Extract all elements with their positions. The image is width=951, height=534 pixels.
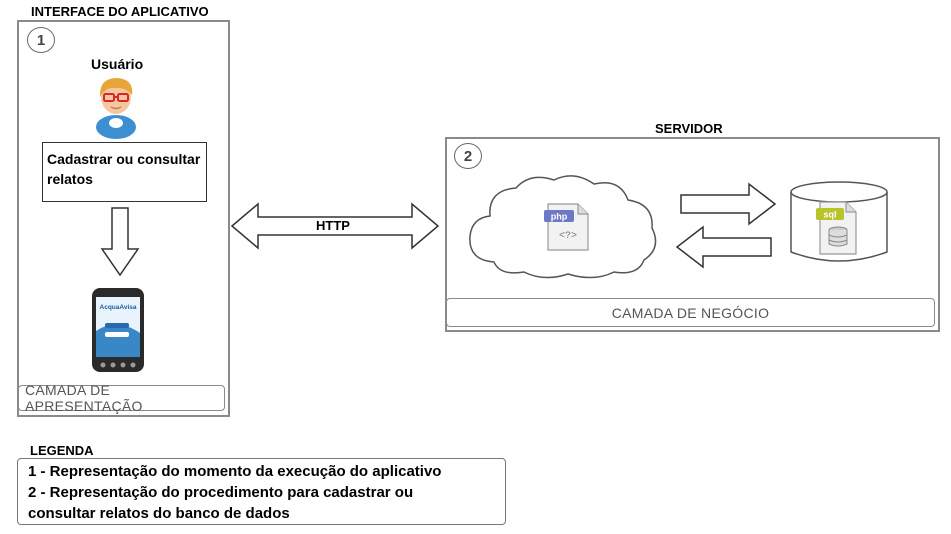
php-file-glyph: <?> [559,231,577,242]
smartphone-icon: AcquaAvisa [92,288,144,372]
legend-item: 2 - Representação do procedimento para c… [28,482,468,524]
http-label: HTTP [316,218,350,233]
presentation-layer-label: CAMADA DE APRESENTAÇÃO [18,382,225,414]
legend-box: 1 - Representação do momento da execução… [17,458,506,525]
php-file-icon: php <?> [544,203,589,251]
action-box: Cadastrar ou consultar relatos [42,142,207,202]
response-arrow-icon [675,225,772,269]
step-2-badge: 2 [454,143,482,169]
sql-file-icon: sql [816,201,857,255]
request-arrow-icon [680,182,777,226]
legend-item-number: 1 [28,463,37,480]
step-1-badge: 1 [27,27,55,53]
php-badge-label: php [551,212,568,222]
legend-title: LEGENDA [30,443,94,458]
legend-item-text: - Representação do momento da execução d… [40,463,442,480]
business-layer-label: CAMADA DE NEGÓCIO [446,298,935,327]
down-arrow-icon [100,207,140,277]
app-interface-title: INTERFACE DO APLICATIVO [31,4,209,19]
user-label: Usuário [91,56,144,72]
http-double-arrow-icon [230,202,440,250]
legend-item-number: 2 [28,484,37,501]
phone-app-name: AcquaAvisa [100,304,137,311]
sql-badge-label: sql [823,210,836,220]
legend-item: 1 - Representação do momento da execução… [28,461,441,482]
user-avatar-icon [96,78,136,139]
server-title: SERVIDOR [655,121,723,136]
legend-item-text: - Representação do procedimento para cad… [28,484,414,522]
